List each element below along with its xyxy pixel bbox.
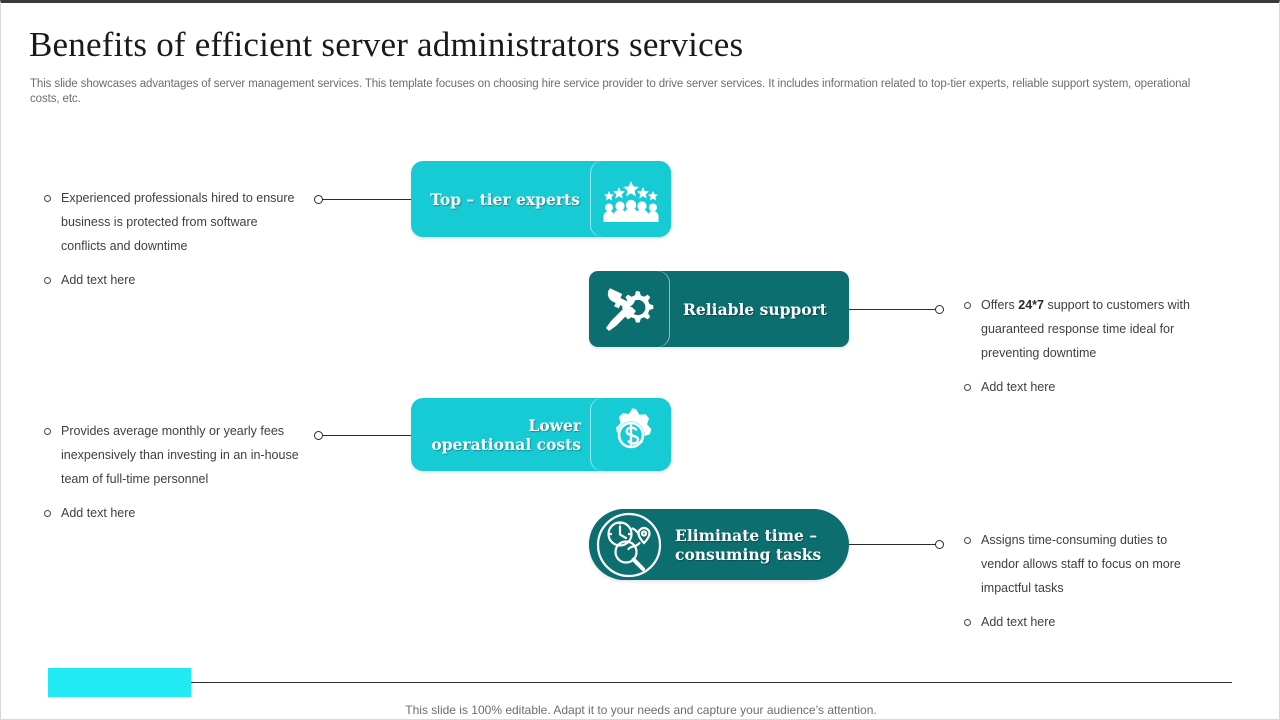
text-block-lower: Provides average monthly or yearly fees …	[43, 419, 329, 525]
list-item: Assigns time-consuming duties to vendor …	[963, 528, 1208, 600]
connector-top-tier	[314, 189, 415, 209]
text-block-top-tier: Experienced professionals hired to ensur…	[43, 186, 303, 292]
card-eliminate-time-consuming-tasks[interactable]: Eliminate time – consuming tasks	[589, 509, 849, 580]
wrench-gear-icon	[589, 271, 669, 347]
list-item: Experienced professionals hired to ensur…	[43, 186, 303, 258]
card-lower-label-line1: Lower	[528, 415, 581, 435]
card-lower-label-line2: operational costs	[431, 434, 581, 454]
card-lower-operational-costs[interactable]: Lower operational costs	[411, 398, 671, 471]
people-stars-icon	[591, 161, 671, 237]
card-eliminate-label: Eliminate time – consuming tasks	[669, 509, 849, 580]
card-eliminate-label-line2: consuming tasks	[675, 544, 822, 564]
list-item: Add text here	[43, 501, 329, 525]
connector-dot	[314, 430, 323, 440]
gear-dollar-icon	[591, 398, 671, 471]
card-eliminate-label-line1: Eliminate time –	[675, 525, 818, 545]
card-lower-label: Lower operational costs	[411, 398, 591, 471]
connector-dot	[935, 304, 944, 314]
text-block-reliable: Offers 24*7 support to customers with gu…	[963, 293, 1215, 399]
list-item: Add text here	[43, 268, 303, 292]
connector-reliable	[849, 299, 953, 319]
connector-line	[849, 544, 937, 545]
connector-line	[323, 199, 415, 200]
card-top-tier-label: Top – tier experts	[430, 189, 580, 209]
card-reliable-label: Reliable support	[683, 299, 827, 319]
footer-accent-bar	[48, 668, 191, 697]
connector-dot	[935, 539, 944, 549]
page-subtitle: This slide showcases advantages of serve…	[30, 78, 1191, 105]
list-item: Add text here	[963, 610, 1208, 634]
connector-lower	[314, 425, 415, 445]
card-reliable-support[interactable]: Reliable support	[589, 271, 849, 347]
connector-eliminate	[849, 534, 953, 554]
list-item-highlight: 24*7	[1018, 298, 1045, 312]
list-item-suffix: support to customers with guaranteed res…	[981, 298, 1190, 360]
list-item-prefix: Offers	[981, 298, 1019, 312]
connector-dot	[314, 194, 323, 204]
connector-line	[849, 309, 937, 310]
list-item: Provides average monthly or yearly fees …	[43, 419, 329, 491]
list-item: Add text here	[963, 375, 1215, 399]
list-item: Offers 24*7 support to customers with gu…	[963, 293, 1215, 365]
connector-line	[323, 435, 415, 436]
footer-note: This slide is 100% editable. Adapt it to…	[405, 703, 877, 717]
page-title: Benefits of efficient server administrat…	[29, 25, 744, 64]
clock-magnifier-icon	[589, 509, 669, 580]
card-top-tier-experts[interactable]: Top – tier experts	[411, 161, 671, 237]
footer-divider-line	[191, 682, 1232, 683]
text-block-eliminate: Assigns time-consuming duties to vendor …	[963, 528, 1208, 634]
